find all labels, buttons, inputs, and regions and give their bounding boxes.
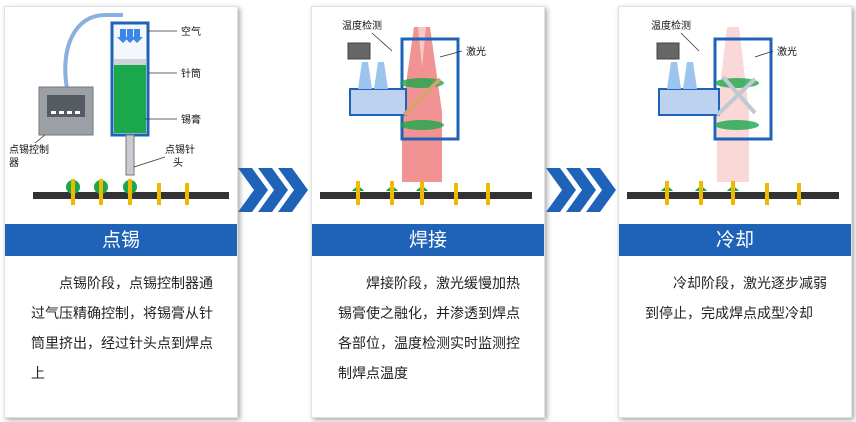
temperature-sensor [656, 42, 697, 89]
stage-description: 冷却阶段，激光逐步减弱到停止，完成焊点成型冷却 [645, 276, 827, 322]
circuit-board [320, 181, 532, 205]
laser-beam [402, 27, 442, 182]
stage-description: 焊接阶段，激光缓慢加热锡膏使之融化，并渗透到焊点各部位，温度检测实时监测控制焊点… [338, 276, 520, 382]
barrel-label: 针筒 [181, 67, 201, 80]
temp-label: 温度检测 [342, 19, 382, 32]
stage-description: 点锡阶段，点锡控制器通过气压精确控制，将锡膏从针筒里挤出，经过针头点到焊点上 [31, 276, 213, 382]
dispense-controller [38, 86, 94, 136]
temperature-sensor [347, 42, 388, 89]
stage-title: 冷却 [619, 224, 851, 256]
laser-beam [717, 27, 749, 182]
air-arrow-icon [117, 29, 143, 43]
temp-label: 温度检测 [651, 19, 691, 32]
dispense-needle [125, 134, 135, 176]
stage-panel-dispense: 空气 针筒 锡膏 点锡针 头 点锡控制 器 点锡 点锡阶段，点锡控制器通过气压精… [4, 6, 238, 418]
stage-title: 焊接 [312, 224, 544, 256]
air-label: 空气 [181, 25, 201, 38]
needle-label-line2: 头 [173, 157, 183, 169]
paste-label: 锡膏 [181, 113, 201, 126]
circuit-board [627, 181, 839, 205]
circuit-board [33, 179, 229, 205]
laser-label: 激光 [466, 45, 486, 58]
stage-panel-cooling: 温度检测 激光 冷却 冷却阶段，激光逐步减弱到停止，完成焊点成型冷却 [618, 6, 852, 418]
laser-label: 激光 [777, 45, 797, 58]
controller-label-line1: 点锡控制 [9, 143, 49, 156]
dispense-illustration: 空气 针筒 锡膏 点锡针 头 点锡控制 器 [9, 13, 229, 205]
cooling-illustration: 温度检测 激光 [627, 19, 839, 205]
stage-panel-welding: 温度检测 激光 焊接 焊接阶段，激光缓慢加热锡膏使之融化，并渗透到焊点各部位，温… [311, 6, 545, 418]
chevron-right-icon [546, 168, 616, 212]
air-hose [63, 13, 123, 90]
controller-label-line2: 器 [9, 157, 19, 169]
welding-illustration: 温度检测 激光 [320, 19, 532, 205]
stage-title: 点锡 [5, 224, 237, 256]
chevron-right-icon [238, 168, 308, 212]
needle-label-line1: 点锡针 [165, 143, 195, 156]
laser-head [658, 37, 773, 141]
